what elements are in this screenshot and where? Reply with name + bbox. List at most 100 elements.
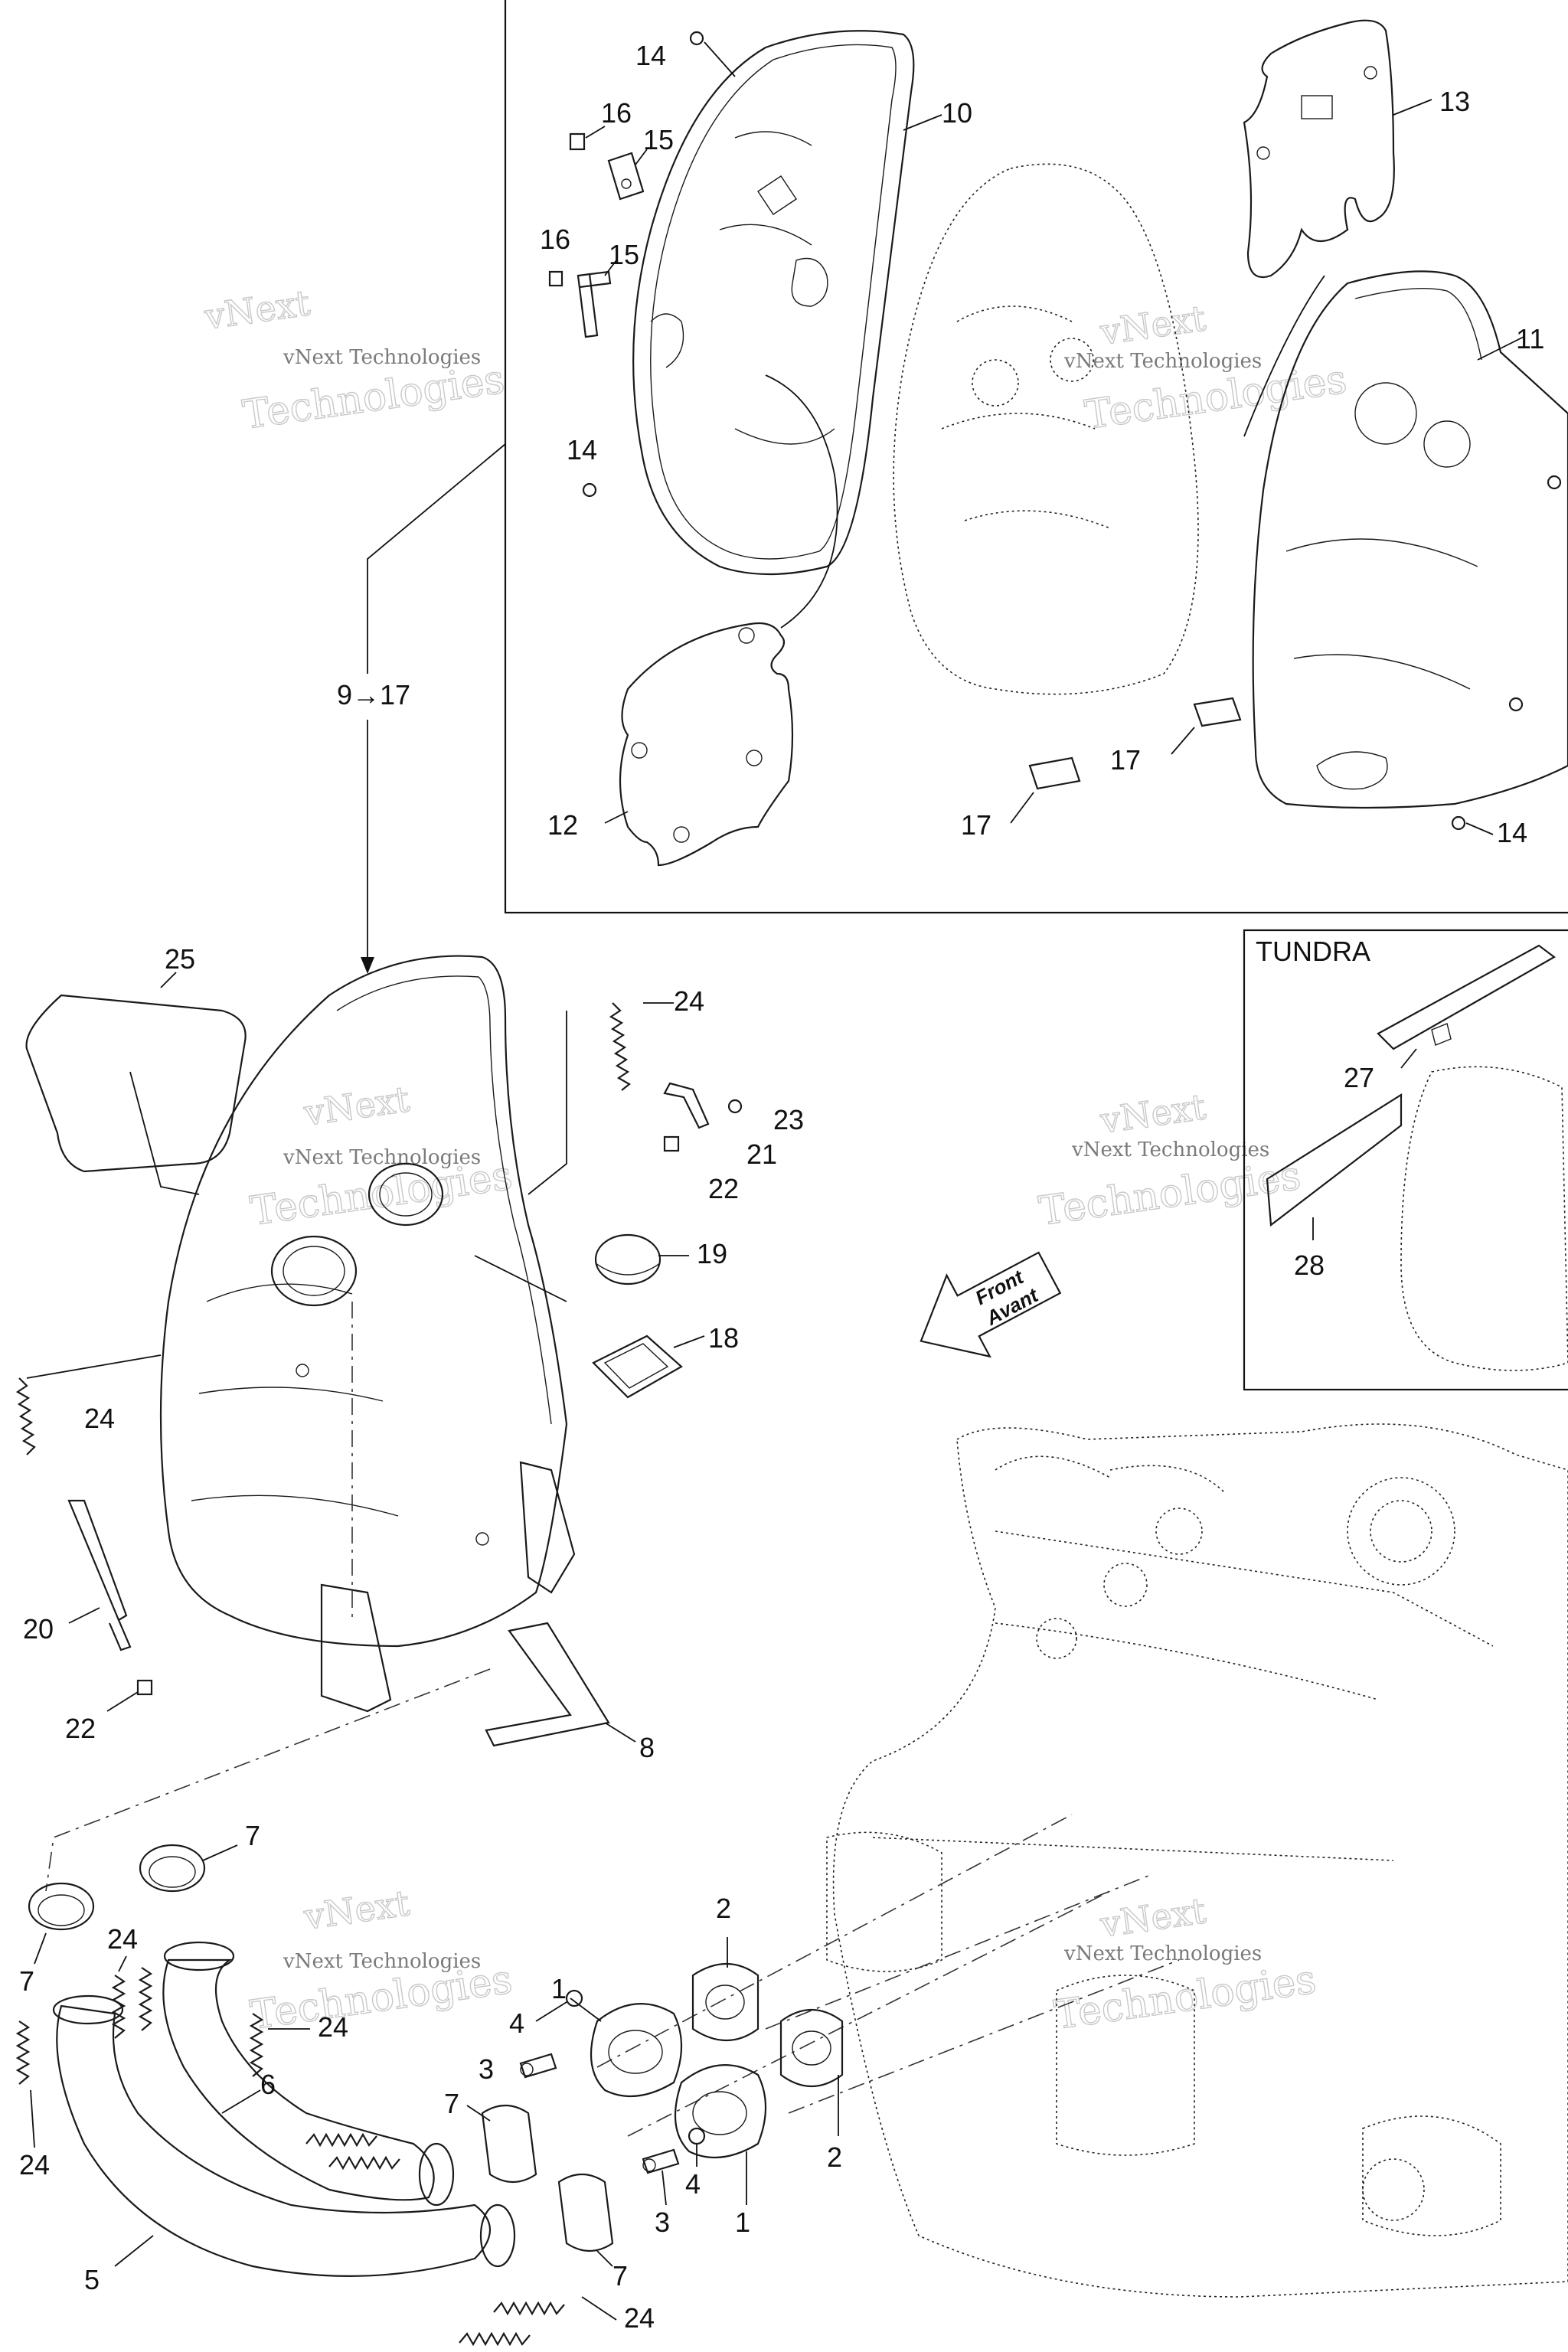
guide-dash-engine-3 bbox=[765, 1875, 1149, 2030]
callout-17b: 17 bbox=[1110, 744, 1141, 776]
svg-text:vNext Technologies: vNext Technologies bbox=[283, 346, 481, 369]
part-16-screw-upper bbox=[569, 132, 586, 151]
svg-text:vNext Technologies: vNext Technologies bbox=[1063, 1942, 1262, 1965]
part-16-screw-lower bbox=[548, 270, 564, 287]
leader-15b bbox=[604, 260, 617, 276]
watermark-middle-left: vNext vNext Technologies Technologies bbox=[247, 1077, 516, 1235]
leader-18-arrow bbox=[474, 1255, 567, 1302]
callout-24e: 24 bbox=[19, 2149, 50, 2180]
leader-4a bbox=[535, 2001, 567, 2022]
callout-16a: 16 bbox=[601, 97, 632, 129]
leader-7d bbox=[596, 2250, 613, 2267]
svg-text:vNext: vNext bbox=[301, 1078, 413, 1134]
leader-18 bbox=[673, 1335, 705, 1348]
part-24-springs-bottom-pair bbox=[459, 2301, 565, 2347]
muffler-assembly bbox=[159, 955, 576, 1713]
leader-7a bbox=[34, 1932, 47, 1965]
guide-dash-engine-2 bbox=[627, 1890, 1111, 2137]
part-23-nut bbox=[727, 1099, 743, 1114]
svg-text:vNext Technologies: vNext Technologies bbox=[283, 1146, 481, 1169]
leader-14c bbox=[1465, 822, 1494, 835]
callout-10: 10 bbox=[942, 97, 972, 129]
svg-text:vNext: vNext bbox=[201, 282, 313, 338]
callout-15b: 15 bbox=[609, 239, 639, 270]
callout-7d: 7 bbox=[612, 2260, 628, 2292]
part-14-rivet-right bbox=[1451, 815, 1466, 831]
callout-24f: 24 bbox=[624, 2302, 655, 2334]
callout-21: 21 bbox=[746, 1138, 777, 1170]
callout-4b: 4 bbox=[685, 2168, 701, 2200]
part-14-rivet-top bbox=[689, 31, 704, 46]
guide-dash-engine-1 bbox=[596, 1814, 1073, 2068]
leader-24e bbox=[30, 2089, 35, 2148]
callout-3b: 3 bbox=[655, 2207, 670, 2238]
callout-7c: 7 bbox=[444, 2088, 459, 2119]
part-3-bolt-lower bbox=[642, 2148, 680, 2174]
detail-frame-leader bbox=[367, 443, 506, 674]
part-20-bracket bbox=[67, 1499, 132, 1651]
leader-5 bbox=[114, 2235, 154, 2267]
leader-6 bbox=[221, 2089, 261, 2114]
callout-19: 19 bbox=[697, 1238, 727, 1269]
svg-text:vNext: vNext bbox=[1097, 1086, 1209, 1142]
leader-14a bbox=[704, 41, 736, 77]
callout-24a: 24 bbox=[674, 985, 704, 1017]
part-8-bracket bbox=[485, 1622, 610, 1747]
leader-10 bbox=[903, 114, 942, 131]
part-14-rivet-right-upper bbox=[1508, 697, 1524, 712]
callout-25: 25 bbox=[165, 943, 195, 975]
leader-13-to-11 bbox=[1243, 275, 1325, 437]
guide-dash-left bbox=[45, 1668, 491, 1892]
callout-8: 8 bbox=[639, 1732, 655, 1763]
callout-9-17: 9→17 bbox=[337, 679, 410, 710]
part-4-washer-lower bbox=[688, 2127, 706, 2145]
part-13-heat-shield bbox=[1243, 19, 1395, 278]
svg-text:vNext: vNext bbox=[301, 1882, 413, 1938]
guide-dash-engine-4 bbox=[788, 1959, 1180, 2114]
part-19-plug bbox=[594, 1233, 662, 1285]
part-25-heat-shield bbox=[25, 994, 247, 1173]
svg-text:vNext: vNext bbox=[1097, 1890, 1209, 1945]
part-2-gasket-lower bbox=[779, 2008, 844, 2088]
leader-24f bbox=[581, 2296, 617, 2321]
part-7-seal-upper-right bbox=[139, 1844, 206, 1893]
callout-18: 18 bbox=[708, 1322, 739, 1354]
leader-12-arrow bbox=[765, 374, 838, 629]
callout-2a: 2 bbox=[716, 1893, 731, 1924]
callout-23: 23 bbox=[773, 1104, 804, 1135]
leader-15a bbox=[635, 149, 648, 165]
leader-20 bbox=[68, 1607, 100, 1624]
leader-1a bbox=[570, 1998, 602, 2022]
callout-2b: 2 bbox=[827, 2141, 842, 2173]
tundra-muffler-dotted bbox=[1400, 1066, 1568, 1371]
leader-11 bbox=[1477, 336, 1524, 361]
part-14-rivet-edge bbox=[1547, 475, 1562, 490]
callout-27: 27 bbox=[1344, 1062, 1374, 1093]
part-24-spring-far-left bbox=[15, 2020, 31, 2085]
part-11-muffler-half bbox=[1252, 270, 1568, 809]
part-6-exhaust-pipe-upper bbox=[162, 1941, 455, 2207]
callout-13: 13 bbox=[1439, 86, 1470, 117]
part-15-bracket-upper bbox=[607, 152, 645, 201]
part-15-bracket-lower bbox=[577, 270, 612, 338]
svg-text:vNext: vNext bbox=[1097, 297, 1209, 353]
part-24-spring-upper bbox=[609, 1002, 631, 1091]
leader-25 bbox=[160, 972, 177, 988]
callout-24d: 24 bbox=[318, 2011, 348, 2043]
callout-1b: 1 bbox=[735, 2207, 750, 2238]
leader-7b bbox=[202, 1844, 238, 1861]
leader-27 bbox=[1400, 1048, 1417, 1069]
watermark-top-right: vNext vNext Technologies Technologies bbox=[1063, 296, 1350, 439]
part-14-rivet-left bbox=[582, 482, 597, 498]
leader-24c bbox=[118, 1955, 127, 1972]
detail-frame-arrowhead bbox=[361, 957, 374, 974]
leader-12 bbox=[604, 811, 629, 824]
watermark-top-left: vNext vNext Technologies Technologies bbox=[201, 281, 508, 439]
leader-24a-arrow bbox=[528, 1011, 567, 1195]
part-7-seal-upper-left bbox=[28, 1882, 95, 1931]
callout-12: 12 bbox=[547, 809, 578, 841]
part-24-spring-mid bbox=[249, 2013, 264, 2077]
callout-1a: 1 bbox=[551, 1973, 567, 2004]
callout-14c: 14 bbox=[1497, 817, 1527, 848]
